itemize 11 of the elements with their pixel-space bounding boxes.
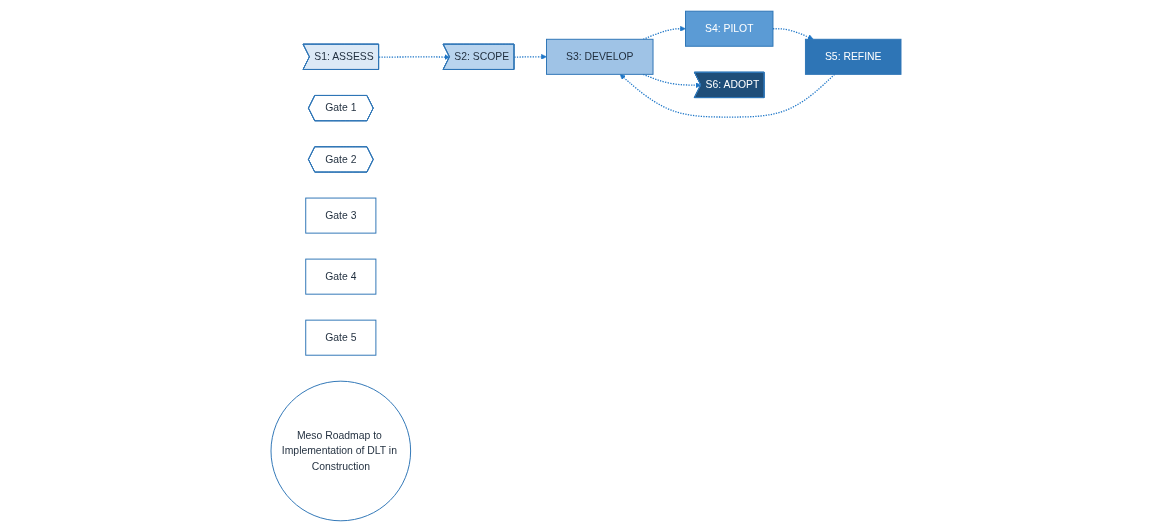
node-box: S3: DEVELOP (545, 38, 653, 75)
node-circle: Meso Roadmap to Implementation of DLT in Construction (270, 380, 411, 521)
node-box: S5: REFINE (804, 38, 901, 75)
arrow (513, 53, 547, 60)
node-box: Gate 4 (304, 258, 376, 295)
arrow (642, 73, 701, 88)
arrow (377, 53, 450, 60)
arrow (619, 73, 835, 118)
node-box: Gate 3 (304, 197, 376, 234)
node-box: S4: PILOT (684, 10, 773, 47)
node-box: Gate 5 (304, 319, 376, 356)
